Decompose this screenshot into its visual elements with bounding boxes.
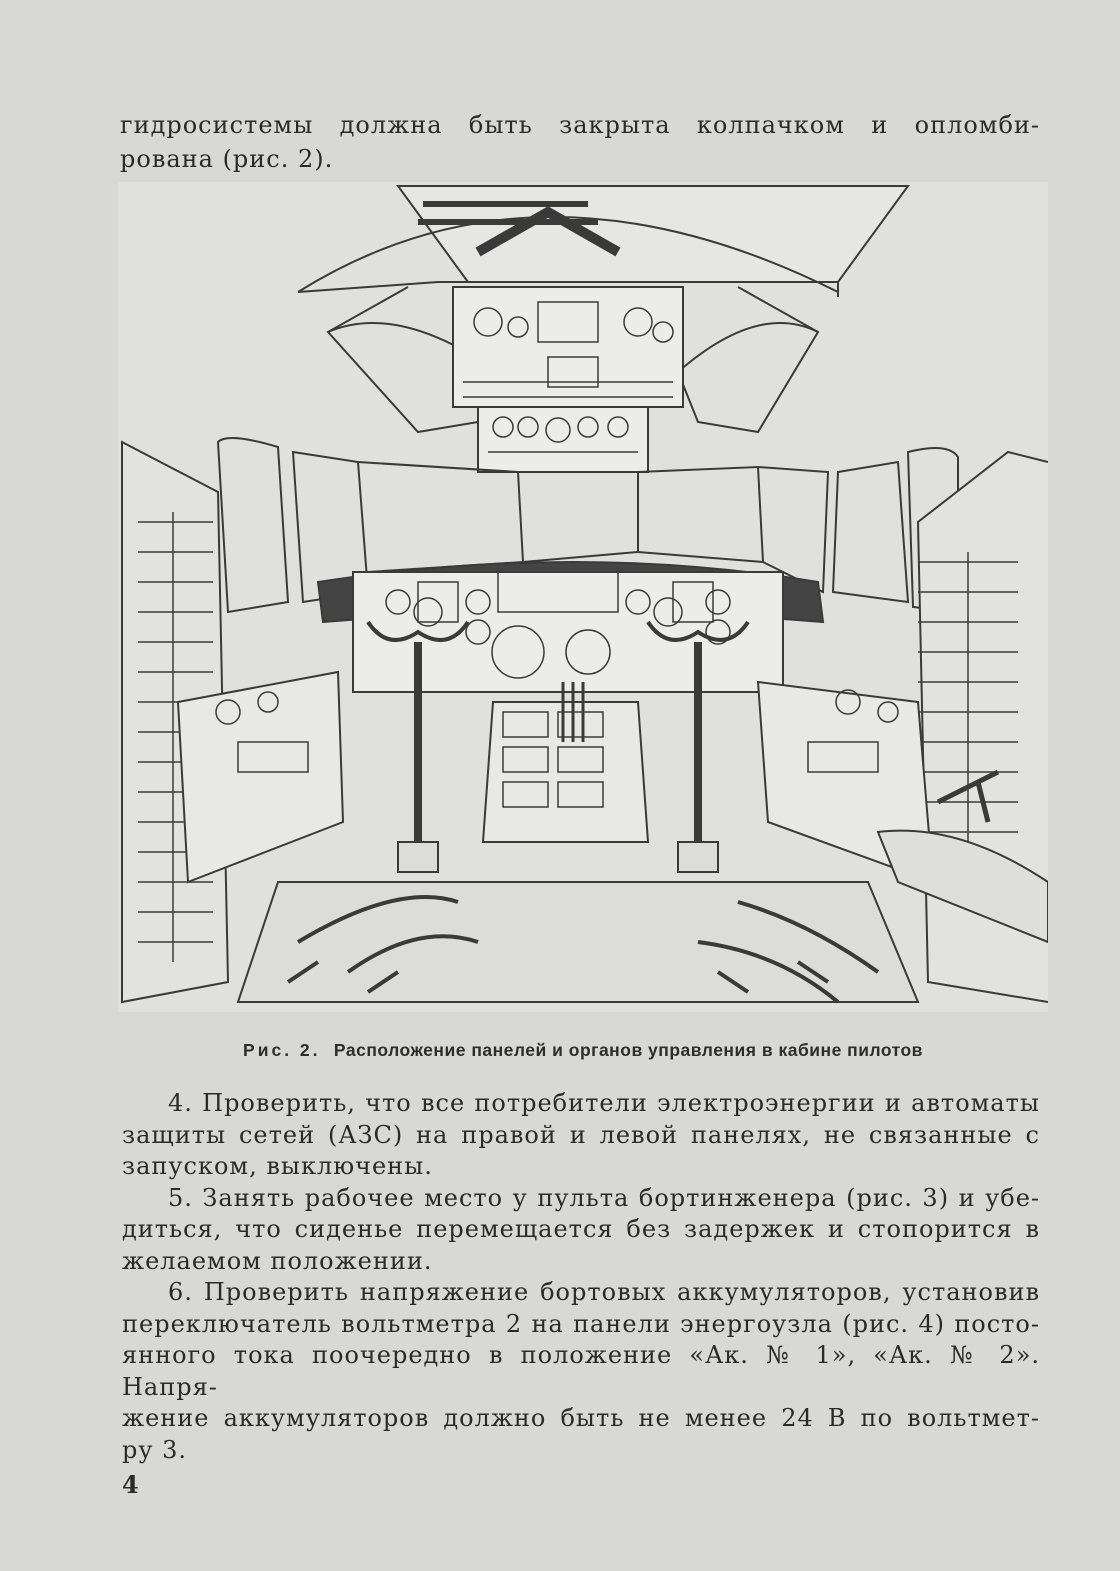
caption-text: Расположение панелей и органов управлени…	[333, 1040, 923, 1060]
text-line: 4. Проверить, что все потребители электр…	[168, 1089, 1040, 1117]
text-line: защиты сетей (АЗС) на правой и левой пан…	[122, 1120, 1040, 1149]
text-line: желаемом положении.	[122, 1246, 433, 1275]
body-paragraphs: 4. Проверить, что все потребители электр…	[122, 1088, 1040, 1466]
text-line: 6. Проверить напряжение бортовых аккумул…	[168, 1278, 1040, 1306]
text-line: ру 3.	[122, 1435, 188, 1464]
text-line: рована (рис. 2).	[120, 145, 334, 173]
text-line: переключатель вольтметра 2 на панели эне…	[122, 1309, 1040, 1338]
caption-label: Рис. 2.	[243, 1040, 321, 1060]
text-line: 5. Занять рабочее место у пульта бортинж…	[168, 1183, 1040, 1212]
text-line: запуском, выключены.	[122, 1152, 433, 1180]
cockpit-illustration	[118, 182, 1048, 1012]
text-line: диться, что сиденье перемещается без зад…	[122, 1215, 1040, 1243]
intro-paragraph: гидросистемы должна быть закрыта колпачк…	[120, 108, 1040, 176]
page-number: 4	[122, 1470, 139, 1499]
text-line: гидросистемы должна быть закрыта колпачк…	[120, 111, 1040, 139]
figure-caption: Рис. 2. Расположение панелей и органов у…	[118, 1040, 1048, 1061]
text-line: жение аккумуляторов должно быть не менее…	[122, 1404, 1040, 1432]
text-line: янного тока поочередно в положение «Ак. …	[122, 1341, 1040, 1401]
